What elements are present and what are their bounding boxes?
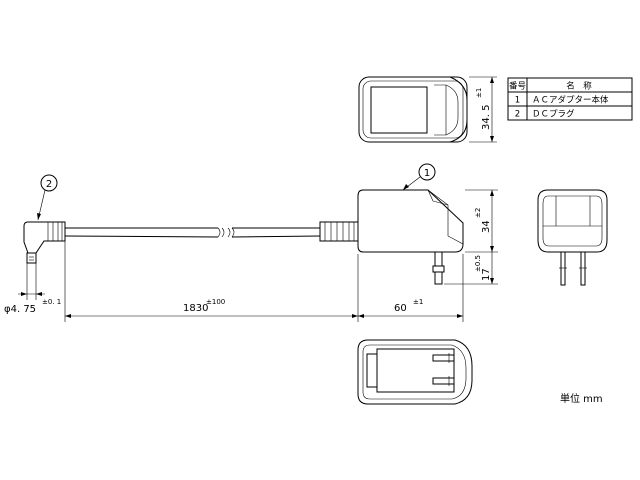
callout-plug-label: 2 xyxy=(46,179,52,190)
table-row-1-number: 1 xyxy=(515,96,520,106)
cord-length-dimension: 1830 xyxy=(183,303,208,314)
body-length-tolerance: ±1 xyxy=(413,298,423,306)
table-header-number: 番号 xyxy=(509,81,526,92)
prong-length-tolerance: ±0.5 xyxy=(474,255,482,272)
side-height-tolerance: ±2 xyxy=(474,208,482,218)
adapter-bottom-view xyxy=(357,339,473,405)
top-height-dimension: 34. 5 xyxy=(481,105,492,130)
table-row-1-name: ＡＣアダプター本体 xyxy=(532,95,609,106)
unit-label: 単位 mm xyxy=(560,392,603,405)
table-row-2-name: ＤＣプラグ xyxy=(532,109,575,120)
prong-length-dimension: 17 xyxy=(481,268,492,281)
adapter-top-view: 34. 5 ±1 xyxy=(358,76,497,143)
cord-length-tolerance: ±100 xyxy=(206,298,225,306)
plug-diameter-dimension: φ4. 75 xyxy=(4,304,36,315)
length-dimensions: 1830 ±100 60 ±1 xyxy=(64,241,464,322)
parts-table: 番号 名 称 1 ＡＣアダプター本体 2 ＤＣプラグ xyxy=(507,77,633,121)
cord xyxy=(64,227,321,238)
adapter-side-view: 34 ±2 17 ±0.5 xyxy=(319,189,498,285)
plug-diameter-tolerance: ±0. 1 xyxy=(42,298,61,306)
adapter-end-view xyxy=(537,189,608,286)
side-height-dimension: 34 xyxy=(481,220,492,233)
body-length-dimension: 60 xyxy=(394,303,407,314)
callout-plug: 2 xyxy=(37,174,58,221)
callout-adapter: 1 xyxy=(402,163,436,191)
table-header-name: 名 称 xyxy=(566,81,592,92)
dc-plug: φ4. 75 ±0. 1 xyxy=(4,221,66,315)
table-row-2-number: 2 xyxy=(515,110,520,120)
callout-adapter-label: 1 xyxy=(424,168,430,179)
top-height-tolerance: ±1 xyxy=(475,88,483,98)
